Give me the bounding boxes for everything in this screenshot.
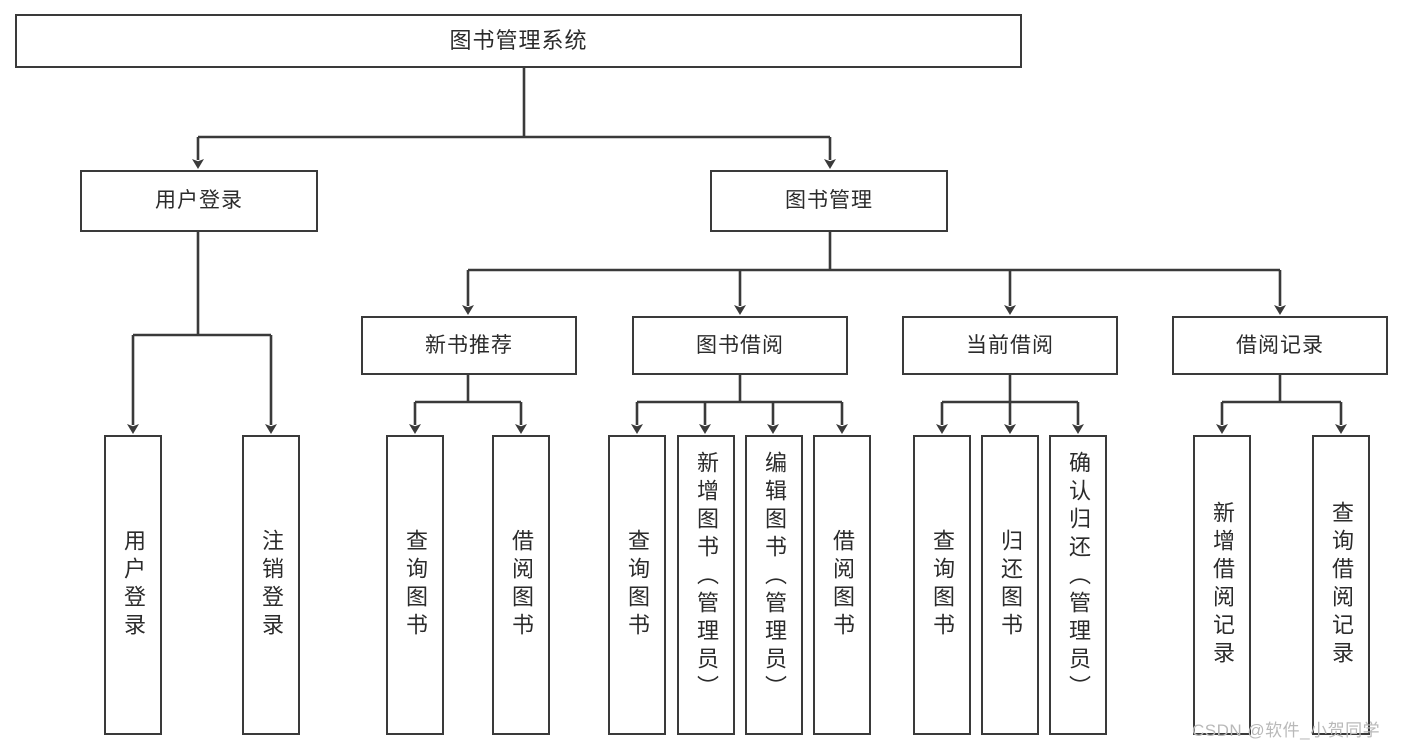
leaf-user-login[interactable]: 用户登录 xyxy=(104,435,162,735)
node-label: 当前借阅 xyxy=(966,333,1054,357)
node-book-management[interactable]: 图书管理 xyxy=(710,170,948,232)
leaf-return-books[interactable]: 归还图书 xyxy=(981,435,1039,735)
node-label: 查询借阅记录 xyxy=(1329,501,1354,669)
node-label: 借阅图书 xyxy=(830,529,855,641)
leaf-borrow-books-borrow[interactable]: 借阅图书 xyxy=(813,435,871,735)
node-label: 借阅记录 xyxy=(1236,333,1324,357)
node-label: 编辑图书（管理员） xyxy=(762,451,787,703)
node-current-borrowing[interactable]: 当前借阅 xyxy=(902,316,1118,375)
node-label: 查询图书 xyxy=(403,529,428,641)
leaf-query-borrow-record[interactable]: 查询借阅记录 xyxy=(1312,435,1370,735)
node-label: 确认归还（管理员） xyxy=(1066,451,1091,703)
node-user-login[interactable]: 用户登录 xyxy=(80,170,318,232)
leaf-query-books-borrow[interactable]: 查询图书 xyxy=(608,435,666,735)
node-label: 新增图书（管理员） xyxy=(694,451,719,703)
node-root-book-management-system[interactable]: 图书管理系统 xyxy=(15,14,1022,68)
node-label: 借阅图书 xyxy=(509,529,534,641)
node-label: 图书管理 xyxy=(785,189,873,213)
leaf-logout[interactable]: 注销登录 xyxy=(242,435,300,735)
leaf-borrow-books-newbook[interactable]: 借阅图书 xyxy=(492,435,550,735)
node-new-book-recommendation[interactable]: 新书推荐 xyxy=(361,316,577,375)
node-label: 用户登录 xyxy=(155,189,243,213)
leaf-query-books-newbook[interactable]: 查询图书 xyxy=(386,435,444,735)
leaf-confirm-return-admin[interactable]: 确认归还（管理员） xyxy=(1049,435,1107,735)
node-label: 图书借阅 xyxy=(696,333,784,357)
leaf-edit-book-admin[interactable]: 编辑图书（管理员） xyxy=(745,435,803,735)
node-label: 新书推荐 xyxy=(425,333,513,357)
leaf-add-borrow-record[interactable]: 新增借阅记录 xyxy=(1193,435,1251,735)
node-label: 用户登录 xyxy=(121,529,146,641)
leaf-add-book-admin[interactable]: 新增图书（管理员） xyxy=(677,435,735,735)
node-book-borrowing[interactable]: 图书借阅 xyxy=(632,316,848,375)
leaf-query-books-current[interactable]: 查询图书 xyxy=(913,435,971,735)
node-borrowing-records[interactable]: 借阅记录 xyxy=(1172,316,1388,375)
node-label: 查询图书 xyxy=(930,529,955,641)
node-label: 查询图书 xyxy=(625,529,650,641)
node-label: 归还图书 xyxy=(998,529,1023,641)
node-label: 注销登录 xyxy=(259,529,284,641)
node-label: 图书管理系统 xyxy=(449,27,588,53)
node-label: 新增借阅记录 xyxy=(1210,501,1235,669)
